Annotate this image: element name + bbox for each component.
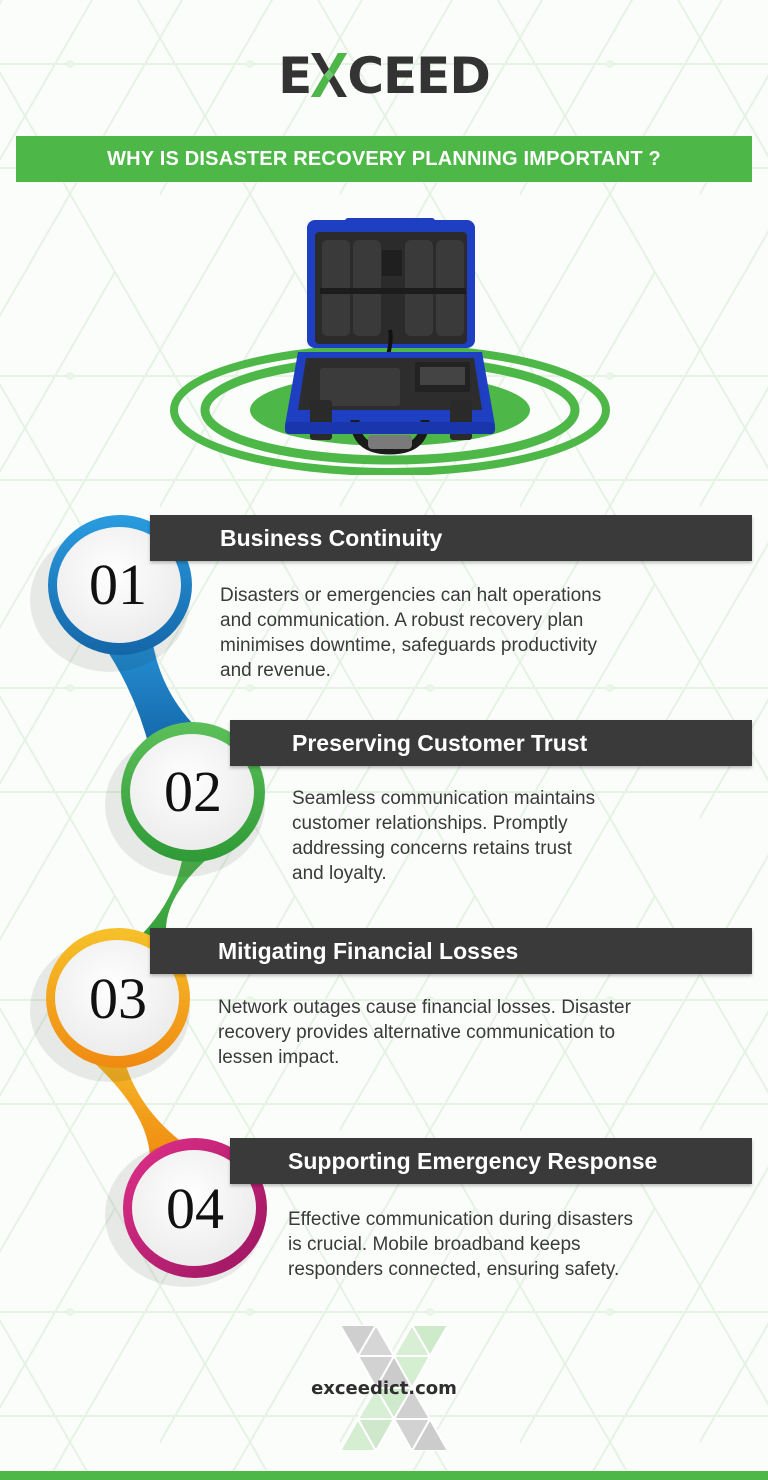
desc-line: and revenue. (220, 660, 331, 681)
desc-line: lessen impact. (218, 1047, 340, 1068)
desc-line: recovery provides alternative communicat… (218, 1022, 616, 1043)
item-01-description: Disasters or emergencies can halt operat… (220, 583, 740, 683)
desc-line: addressing concerns retains trust (292, 838, 572, 859)
item-04-description: Effective communication during disasters… (288, 1207, 748, 1282)
page-title-banner: WHY IS DISASTER RECOVERY PLANNING IMPORT… (16, 136, 752, 182)
desc-line: responders connected, ensuring safety. (288, 1259, 620, 1280)
circle-02 (121, 722, 265, 862)
item-02-heading: Preserving Customer Trust (292, 730, 588, 756)
item-01-number: 01 (89, 552, 147, 617)
website-link[interactable]: exceedict.com (311, 1378, 457, 1399)
item-04-number: 04 (166, 1176, 224, 1241)
desc-line: and communication. A robust recovery pla… (220, 610, 584, 631)
logo-x-mark (311, 46, 348, 106)
page-title: WHY IS DISASTER RECOVERY PLANNING IMPORT… (107, 148, 661, 170)
desc-line: is crucial. Mobile broadband keeps (288, 1234, 581, 1255)
logo-text-e: E (278, 47, 312, 105)
desc-line: Seamless communication maintains (292, 788, 596, 809)
logo-text-ceed: CEED (347, 47, 491, 105)
item-02-heading-bar: Preserving Customer Trust (230, 720, 752, 766)
item-03-heading: Mitigating Financial Losses (218, 938, 519, 964)
item-03-description: Network outages cause financial losses. … (218, 995, 758, 1070)
desc-line: and loyalty. (292, 863, 387, 884)
desc-line: Network outages cause financial losses. … (218, 997, 631, 1018)
exceed-logo: E CEED (0, 46, 768, 106)
desc-line: Disasters or emergencies can halt operat… (220, 585, 602, 606)
footer-accent-bar (0, 1471, 768, 1480)
desc-line: minimises downtime, safeguards productiv… (220, 635, 597, 656)
item-04-heading: Supporting Emergency Response (288, 1148, 658, 1174)
item-01-heading-bar: Business Continuity (150, 515, 752, 561)
item-03-heading-bar: Mitigating Financial Losses (150, 928, 752, 974)
desc-line: customer relationships. Promptly (292, 813, 568, 834)
item-03-number: 03 (89, 966, 147, 1031)
desc-line: Effective communication during disasters (288, 1209, 633, 1230)
rugged-case-image (170, 218, 610, 475)
item-02-description: Seamless communication maintains custome… (292, 786, 732, 886)
item-04-heading-bar: Supporting Emergency Response (230, 1138, 752, 1184)
item-02-number: 02 (164, 759, 222, 824)
footer-x-logo-icon (340, 1325, 448, 1451)
item-01-heading: Business Continuity (220, 525, 443, 551)
